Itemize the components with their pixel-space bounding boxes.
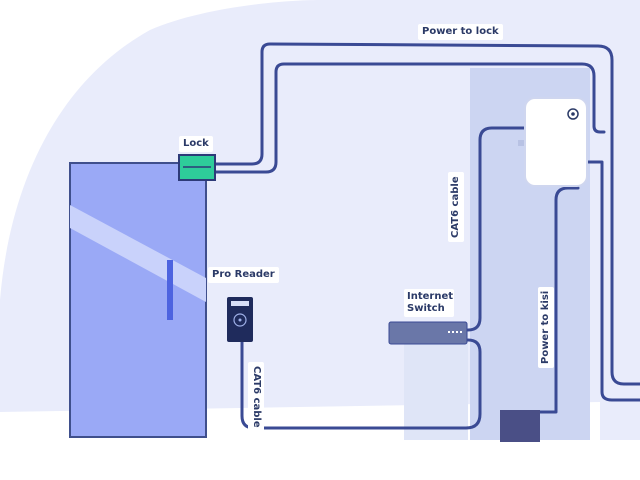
reader-screen [231, 301, 249, 306]
cable-lock-power-inner [210, 62, 606, 174]
controller-port [518, 140, 524, 146]
cable-controller-to-switch [466, 126, 528, 332]
cat6-cable-reader-label: CAT6 cable [248, 362, 264, 432]
power-to-lock-label: Power to lock [418, 24, 503, 40]
power-to-kisi-label: Power to kisi [538, 286, 554, 368]
cable-reader-to-switch [240, 328, 482, 430]
switch-port-lights [448, 331, 462, 333]
controller-led-icon [567, 108, 579, 120]
controller-led-dot [571, 112, 575, 116]
door-handle [167, 260, 173, 320]
power-outlet [500, 410, 540, 442]
door [69, 162, 207, 438]
switch-device [388, 321, 468, 345]
cable-kisi-power [538, 186, 580, 414]
cable-lock-power-outer [210, 42, 640, 386]
pro-reader-label: Pro Reader [208, 267, 279, 283]
cable-controller-side [586, 160, 640, 402]
lock-label: Lock [179, 136, 213, 152]
internet-switch-label: Internet Switch [404, 289, 454, 317]
controller-device [524, 97, 588, 187]
reader-sensor-icon [233, 313, 247, 327]
reader-sensor-dot [238, 318, 242, 322]
cat6-cable-controller-label: CAT6 cable [448, 172, 464, 242]
